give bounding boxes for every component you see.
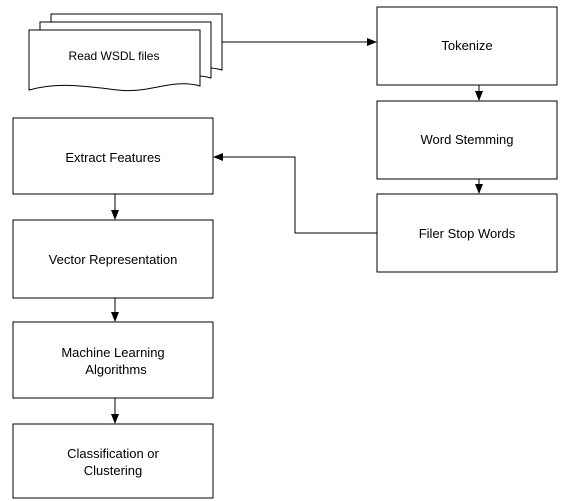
word-stemming-box: Word Stemming [376, 100, 558, 180]
connectors [111, 38, 483, 424]
vector-representation-rect [12, 219, 214, 299]
tokenize-box: Tokenize [376, 6, 558, 86]
machine-learning-label-line1: Machine Learning [61, 345, 164, 360]
classification-box: Classification or Clustering [12, 423, 214, 499]
filter-stop-words-rect [376, 193, 558, 273]
read-wsdl-label: Read WSDL files [69, 49, 160, 63]
tokenize-label: Tokenize [441, 38, 492, 53]
machine-learning-box: Machine Learning Algorithms [12, 321, 214, 399]
classification-label-line1: Classification or [67, 446, 159, 461]
vector-representation-box: Vector Representation [12, 219, 214, 299]
classification-rect [12, 423, 214, 499]
read-wsdl-document-stack: Read WSDL files [28, 13, 223, 92]
extract-features-box: Extract Features [12, 117, 214, 195]
word-stemming-label: Word Stemming [421, 132, 514, 147]
filter-stop-words-box: Filer Stop Words [376, 193, 558, 273]
machine-learning-label-line2: Algorithms [85, 362, 147, 377]
vector-representation-label: Vector Representation [49, 252, 178, 267]
filter-stop-words-label: Filer Stop Words [419, 226, 516, 241]
tokenize-rect [376, 6, 558, 86]
machine-learning-rect [12, 321, 214, 399]
document-sheet-front [28, 29, 201, 92]
classification-label-line2: Clustering [84, 463, 143, 478]
extract-features-label: Extract Features [65, 150, 161, 165]
arrow-filter-to-extract [213, 153, 377, 234]
word-stemming-rect [376, 100, 558, 180]
